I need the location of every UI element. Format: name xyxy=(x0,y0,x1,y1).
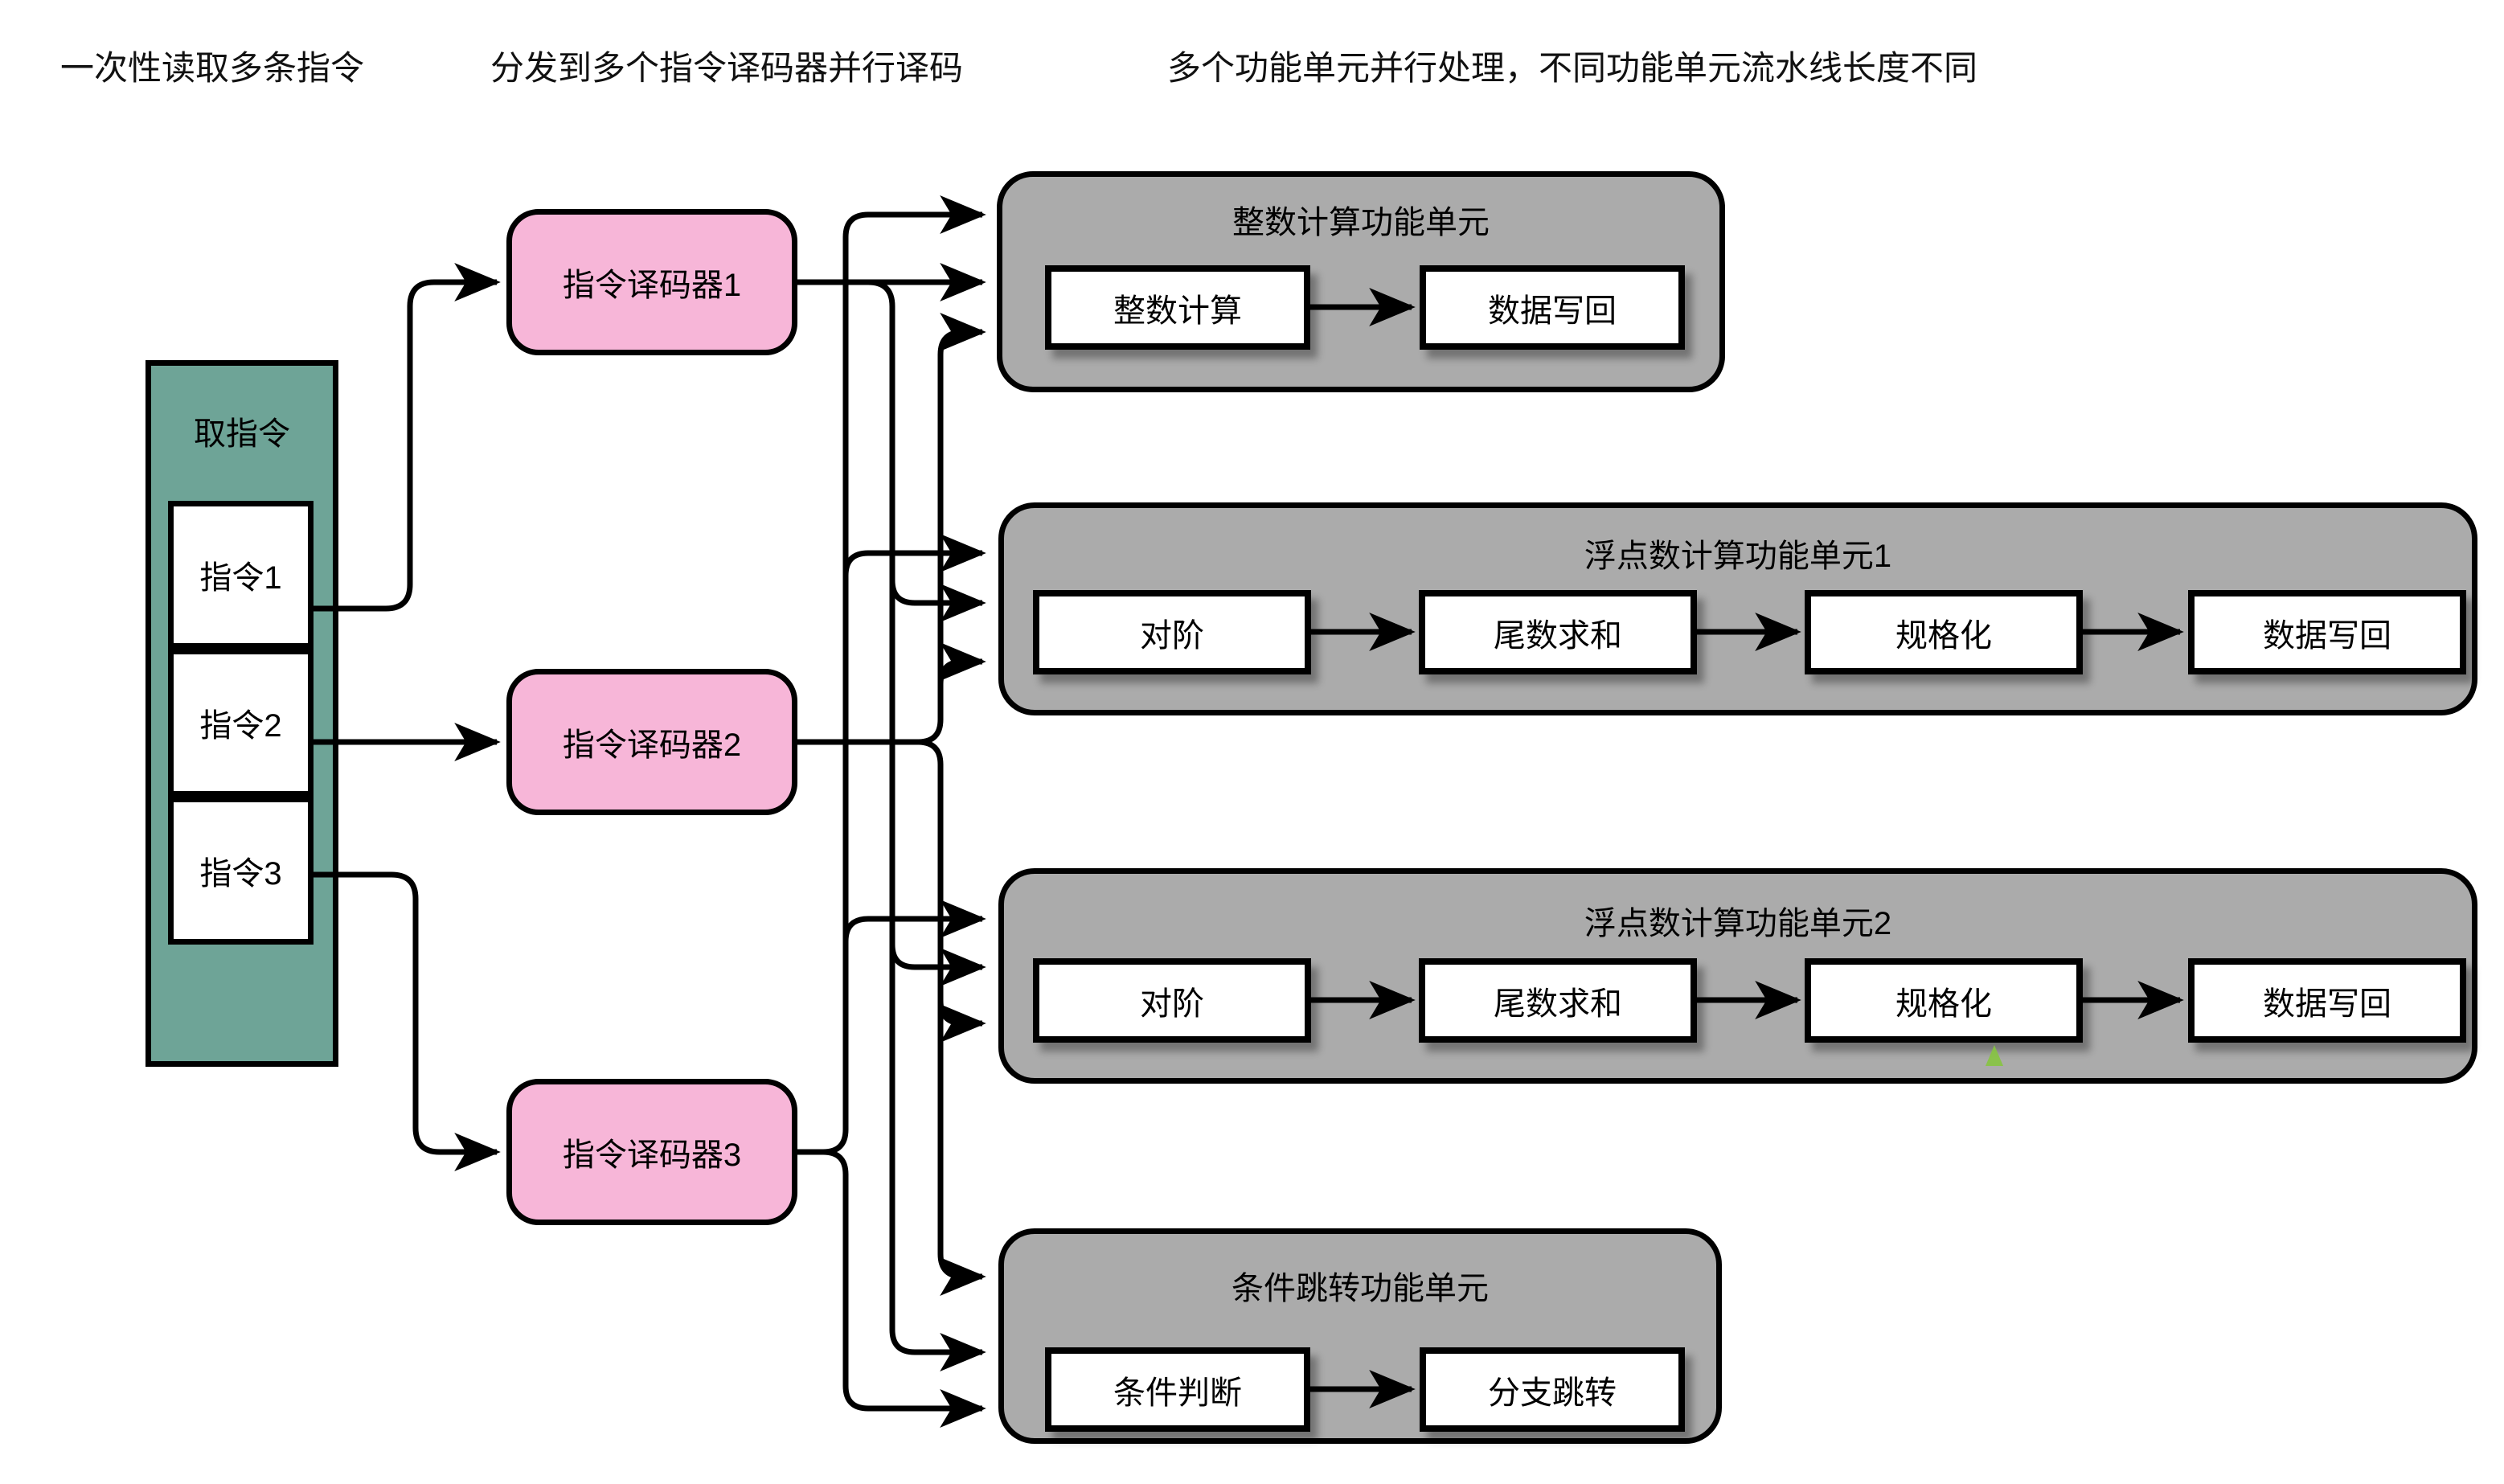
decoder-3: 指令译码器3 xyxy=(506,1079,797,1225)
stage-f2-mantissa-sum: 尾数求和 xyxy=(1419,958,1697,1043)
stage-f1-writeback: 数据写回 xyxy=(2188,590,2466,674)
green-cursor-artifact xyxy=(1986,1045,2003,1066)
arrow-decoder2-to-float2 xyxy=(937,1000,986,1043)
annotation-execute: 多个功能单元并行处理，不同功能单元流水线长度不同 xyxy=(1167,49,1978,87)
arrow-decoder3-to-float2 xyxy=(842,900,986,942)
fetch-unit-title: 取指令 xyxy=(194,416,290,452)
stage-condition-judge: 条件判断 xyxy=(1045,1347,1310,1432)
arrow-decoder3-to-float1 xyxy=(842,534,986,576)
decoder-1: 指令译码器1 xyxy=(506,209,797,355)
integer-unit-title: 整数计算功能单元 xyxy=(1232,205,1490,240)
bus-decoder3-up xyxy=(822,195,986,1155)
stage-integer-writeback: 数据写回 xyxy=(1420,265,1685,350)
stage-f2-align: 对阶 xyxy=(1033,958,1311,1043)
instruction-box-1: 指令1 xyxy=(168,501,314,649)
annotation-fetch: 一次性读取多条指令 xyxy=(60,49,365,87)
arrow-decoder1-to-float2 xyxy=(889,944,986,986)
arrow-decoder1-to-float1 xyxy=(889,580,986,622)
stage-f2-normalize: 规格化 xyxy=(1805,958,2083,1043)
stage-f2-writeback: 数据写回 xyxy=(2188,958,2466,1043)
stage-integer-calc: 整数计算 xyxy=(1045,265,1310,350)
annotation-decode: 分发到多个指令译码器并行译码 xyxy=(490,49,964,87)
instruction-box-2: 指令2 xyxy=(168,649,314,797)
instruction-box-3: 指令3 xyxy=(168,797,314,945)
arrow-decoder2-to-float1 xyxy=(937,642,986,685)
bus-decoder3-down xyxy=(822,1149,986,1428)
bus-decoder2-down xyxy=(917,739,986,1296)
float-unit-2-title: 浮点数计算功能单元2 xyxy=(1584,906,1892,941)
bus-decoder2-up xyxy=(917,313,986,745)
decoder-2: 指令译码器2 xyxy=(506,669,797,815)
stage-f1-normalize: 规格化 xyxy=(1805,590,2083,674)
float-unit-1-title: 浮点数计算功能单元1 xyxy=(1584,539,1892,574)
stage-f1-mantissa-sum: 尾数求和 xyxy=(1419,590,1697,674)
bus-decoder1-down xyxy=(867,279,986,1371)
stage-f1-align: 对阶 xyxy=(1033,590,1311,674)
stage-branch-jump: 分支跳转 xyxy=(1420,1347,1685,1432)
jump-unit-title: 条件跳转功能单元 xyxy=(1232,1271,1489,1306)
